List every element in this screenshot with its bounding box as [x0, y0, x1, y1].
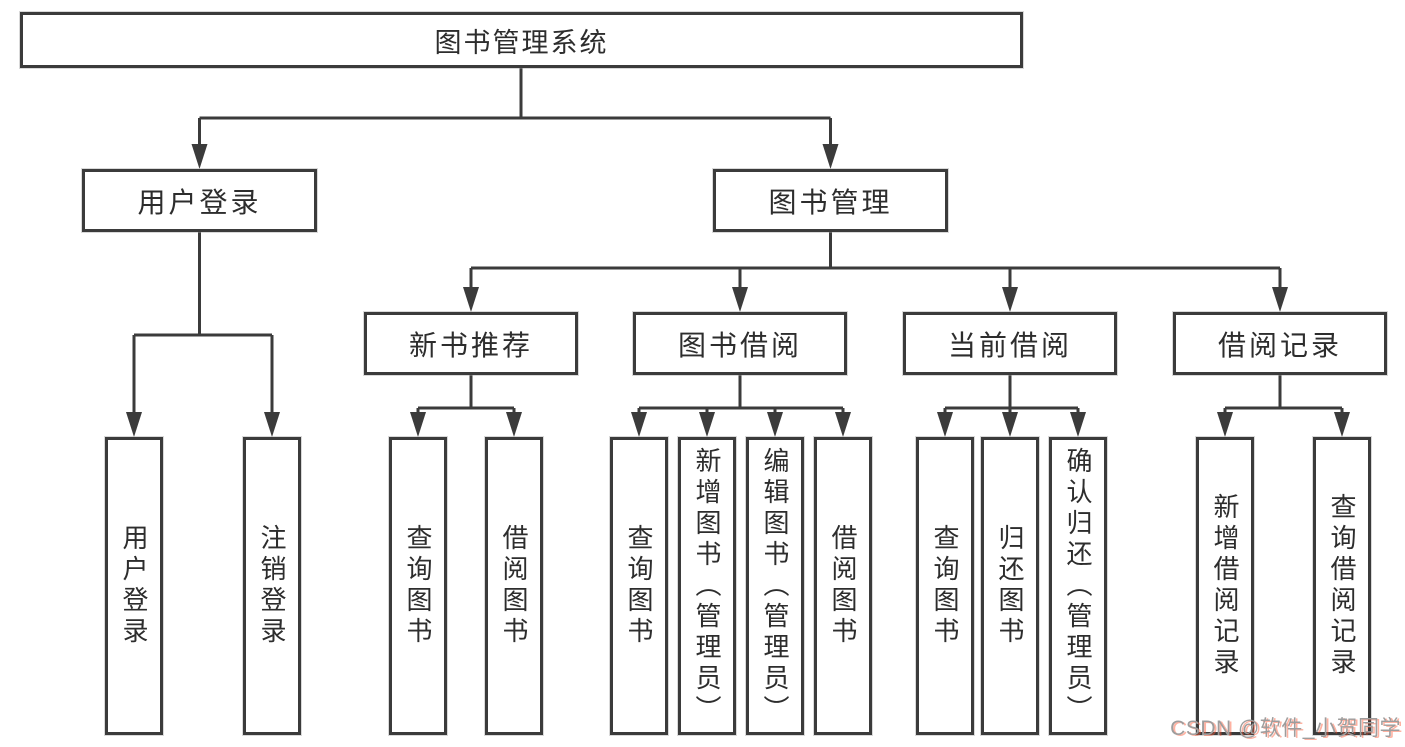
leaf-logout-label: 注销登录 [257, 524, 287, 648]
node-current-borrow: 当前借阅 [903, 312, 1117, 375]
node-user-login: 用户登录 [82, 169, 317, 232]
node-book-management: 图书管理 [713, 169, 948, 232]
leaf-query-book-3-label: 查询图书 [930, 524, 960, 648]
node-new-book-recommend-label: 新书推荐 [408, 329, 533, 361]
leaf-edit-book-admin-label: 编辑图书（管理员） [760, 446, 790, 726]
leaf-borrow-book-2: 借阅图书 [814, 437, 872, 735]
csdn-watermark: CSDN @软件_小贺同学 [1170, 717, 1401, 740]
node-current-borrow-label: 当前借阅 [947, 329, 1072, 361]
node-book-borrow-label: 图书借阅 [677, 329, 802, 361]
node-user-login-label: 用户登录 [137, 186, 262, 218]
leaf-add-borrow-record: 新增借阅记录 [1196, 437, 1254, 735]
leaf-borrow-book-1-label: 借阅图书 [499, 524, 529, 648]
leaf-borrow-book-2-label: 借阅图书 [828, 524, 858, 648]
leaf-logout: 注销登录 [243, 437, 301, 735]
leaf-confirm-return-admin: 确认归还（管理员） [1049, 437, 1107, 735]
node-book-borrow: 图书借阅 [633, 312, 847, 375]
leaf-borrow-book-1: 借阅图书 [485, 437, 543, 735]
leaf-user-login-label: 用户登录 [119, 524, 149, 648]
node-borrow-records: 借阅记录 [1173, 312, 1387, 375]
node-root-label: 图书管理系统 [434, 27, 609, 58]
leaf-user-login: 用户登录 [105, 437, 163, 735]
leaf-query-book-2-label: 查询图书 [624, 524, 654, 648]
node-borrow-records-label: 借阅记录 [1217, 329, 1342, 361]
leaf-confirm-return-admin-label: 确认归还（管理员） [1063, 446, 1093, 726]
leaf-add-book-admin: 新增图书（管理员） [678, 437, 736, 735]
leaf-add-book-admin-label: 新增图书（管理员） [692, 446, 722, 726]
leaf-query-book-1: 查询图书 [389, 437, 447, 735]
leaf-add-borrow-record-label: 新增借阅记录 [1210, 493, 1240, 679]
leaf-query-book-3: 查询图书 [916, 437, 974, 735]
leaf-query-borrow-record: 查询借阅记录 [1313, 437, 1371, 735]
leaf-query-book-2: 查询图书 [610, 437, 668, 735]
node-book-management-label: 图书管理 [768, 186, 893, 218]
leaf-return-book: 归还图书 [981, 437, 1039, 735]
leaf-return-book-label: 归还图书 [995, 524, 1025, 648]
leaf-query-borrow-record-label: 查询借阅记录 [1327, 493, 1357, 679]
node-new-book-recommend: 新书推荐 [364, 312, 578, 375]
leaf-query-book-1-label: 查询图书 [403, 524, 433, 648]
leaf-edit-book-admin: 编辑图书（管理员） [746, 437, 804, 735]
node-root: 图书管理系统 [20, 12, 1023, 68]
